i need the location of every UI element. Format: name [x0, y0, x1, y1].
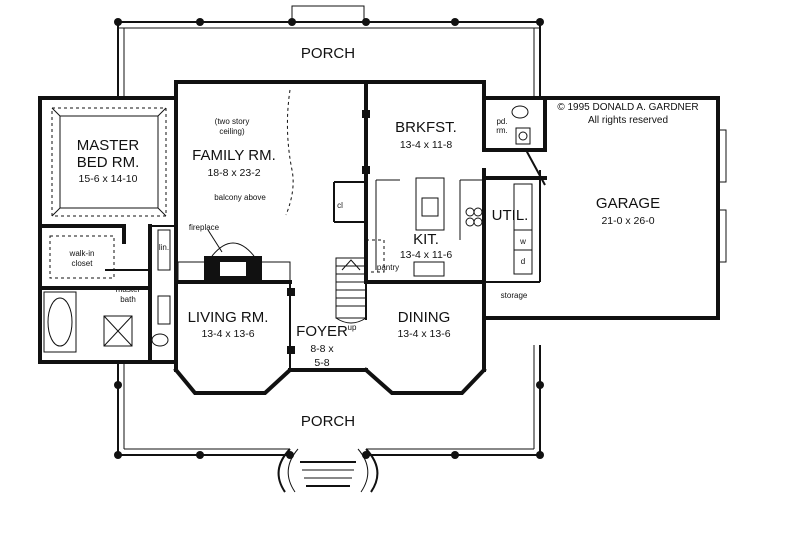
column: [287, 288, 295, 296]
exterior-walls: [38, 80, 720, 395]
label-pantry: pantry: [377, 263, 399, 272]
label-bath-2: bath: [120, 295, 136, 304]
label-master-bed-2: BED RM.: [77, 154, 140, 171]
label-pd-2: rm.: [496, 126, 508, 135]
balcony-label: balcony above: [214, 193, 266, 202]
copyright-line-2: All rights reserved: [588, 115, 668, 126]
copyright-line-1: © 1995 DONALD A. GARDNER: [557, 102, 698, 113]
label-brkfst: BRKFST.: [395, 119, 457, 136]
label-family: FAMILY RM.: [192, 147, 276, 164]
bath-fixtures: [43, 229, 171, 353]
porch-bottom-outline: [117, 345, 541, 493]
label-master-bed-1: MASTER: [77, 137, 140, 154]
dims-living: 13-4 x 13-6: [201, 328, 254, 340]
family-note-1: (two story: [215, 117, 250, 126]
balcony-line: [285, 89, 294, 216]
label-porch-top: PORCH: [301, 45, 355, 62]
closet-shelf-outline: [49, 235, 115, 279]
family-note-2: ceiling): [219, 127, 245, 136]
column: [362, 166, 370, 174]
dims-foyer-2: 5-8: [314, 357, 329, 369]
label-dryer: d: [521, 257, 525, 266]
dims-garage: 21-0 x 26-0: [601, 215, 654, 227]
stairs-icon: [335, 257, 367, 324]
label-util: UTIL.: [492, 207, 529, 224]
column: [287, 346, 295, 354]
label-porch-bottom: PORCH: [301, 413, 355, 430]
dims-foyer-1: 8-8 x: [310, 343, 334, 355]
label-cl: cl: [337, 201, 343, 210]
label-living: LIVING RM.: [188, 309, 269, 326]
label-garage: GARAGE: [596, 195, 660, 212]
fireplace-icon: [177, 229, 291, 283]
label-dining: DINING: [398, 309, 451, 326]
powder-room-fixtures: [511, 105, 531, 145]
label-storage: storage: [501, 291, 528, 300]
porch-top-outline: [117, 5, 541, 98]
label-kit: KIT.: [413, 231, 439, 248]
porch-posts-bottom: [114, 381, 544, 459]
fireplace-label: fireplace: [189, 223, 220, 232]
dims-master-bed: 15-6 x 14-10: [79, 173, 138, 185]
dims-family: 18-8 x 23-2: [207, 167, 260, 179]
label-up: up: [348, 323, 357, 332]
label-pd-1: pd.: [496, 117, 507, 126]
label-foyer: FOYER: [296, 323, 348, 340]
label-washer: w: [519, 237, 526, 246]
tray-ceiling: [51, 107, 167, 217]
washer-dryer: [513, 183, 533, 275]
column: [362, 110, 370, 118]
kitchen-fixtures: [365, 177, 484, 277]
dims-kit: 13-4 x 11-6: [400, 249, 452, 261]
dims-brkfst: 13-4 x 11-8: [400, 139, 452, 151]
label-closet-1: walk-in: [69, 249, 95, 258]
porch-posts-top: [114, 18, 544, 26]
dims-dining: 13-4 x 13-6: [397, 328, 450, 340]
label-linen: lin.: [159, 243, 169, 252]
label-closet-2: closet: [72, 259, 94, 268]
label-bath-1: master: [116, 285, 141, 294]
